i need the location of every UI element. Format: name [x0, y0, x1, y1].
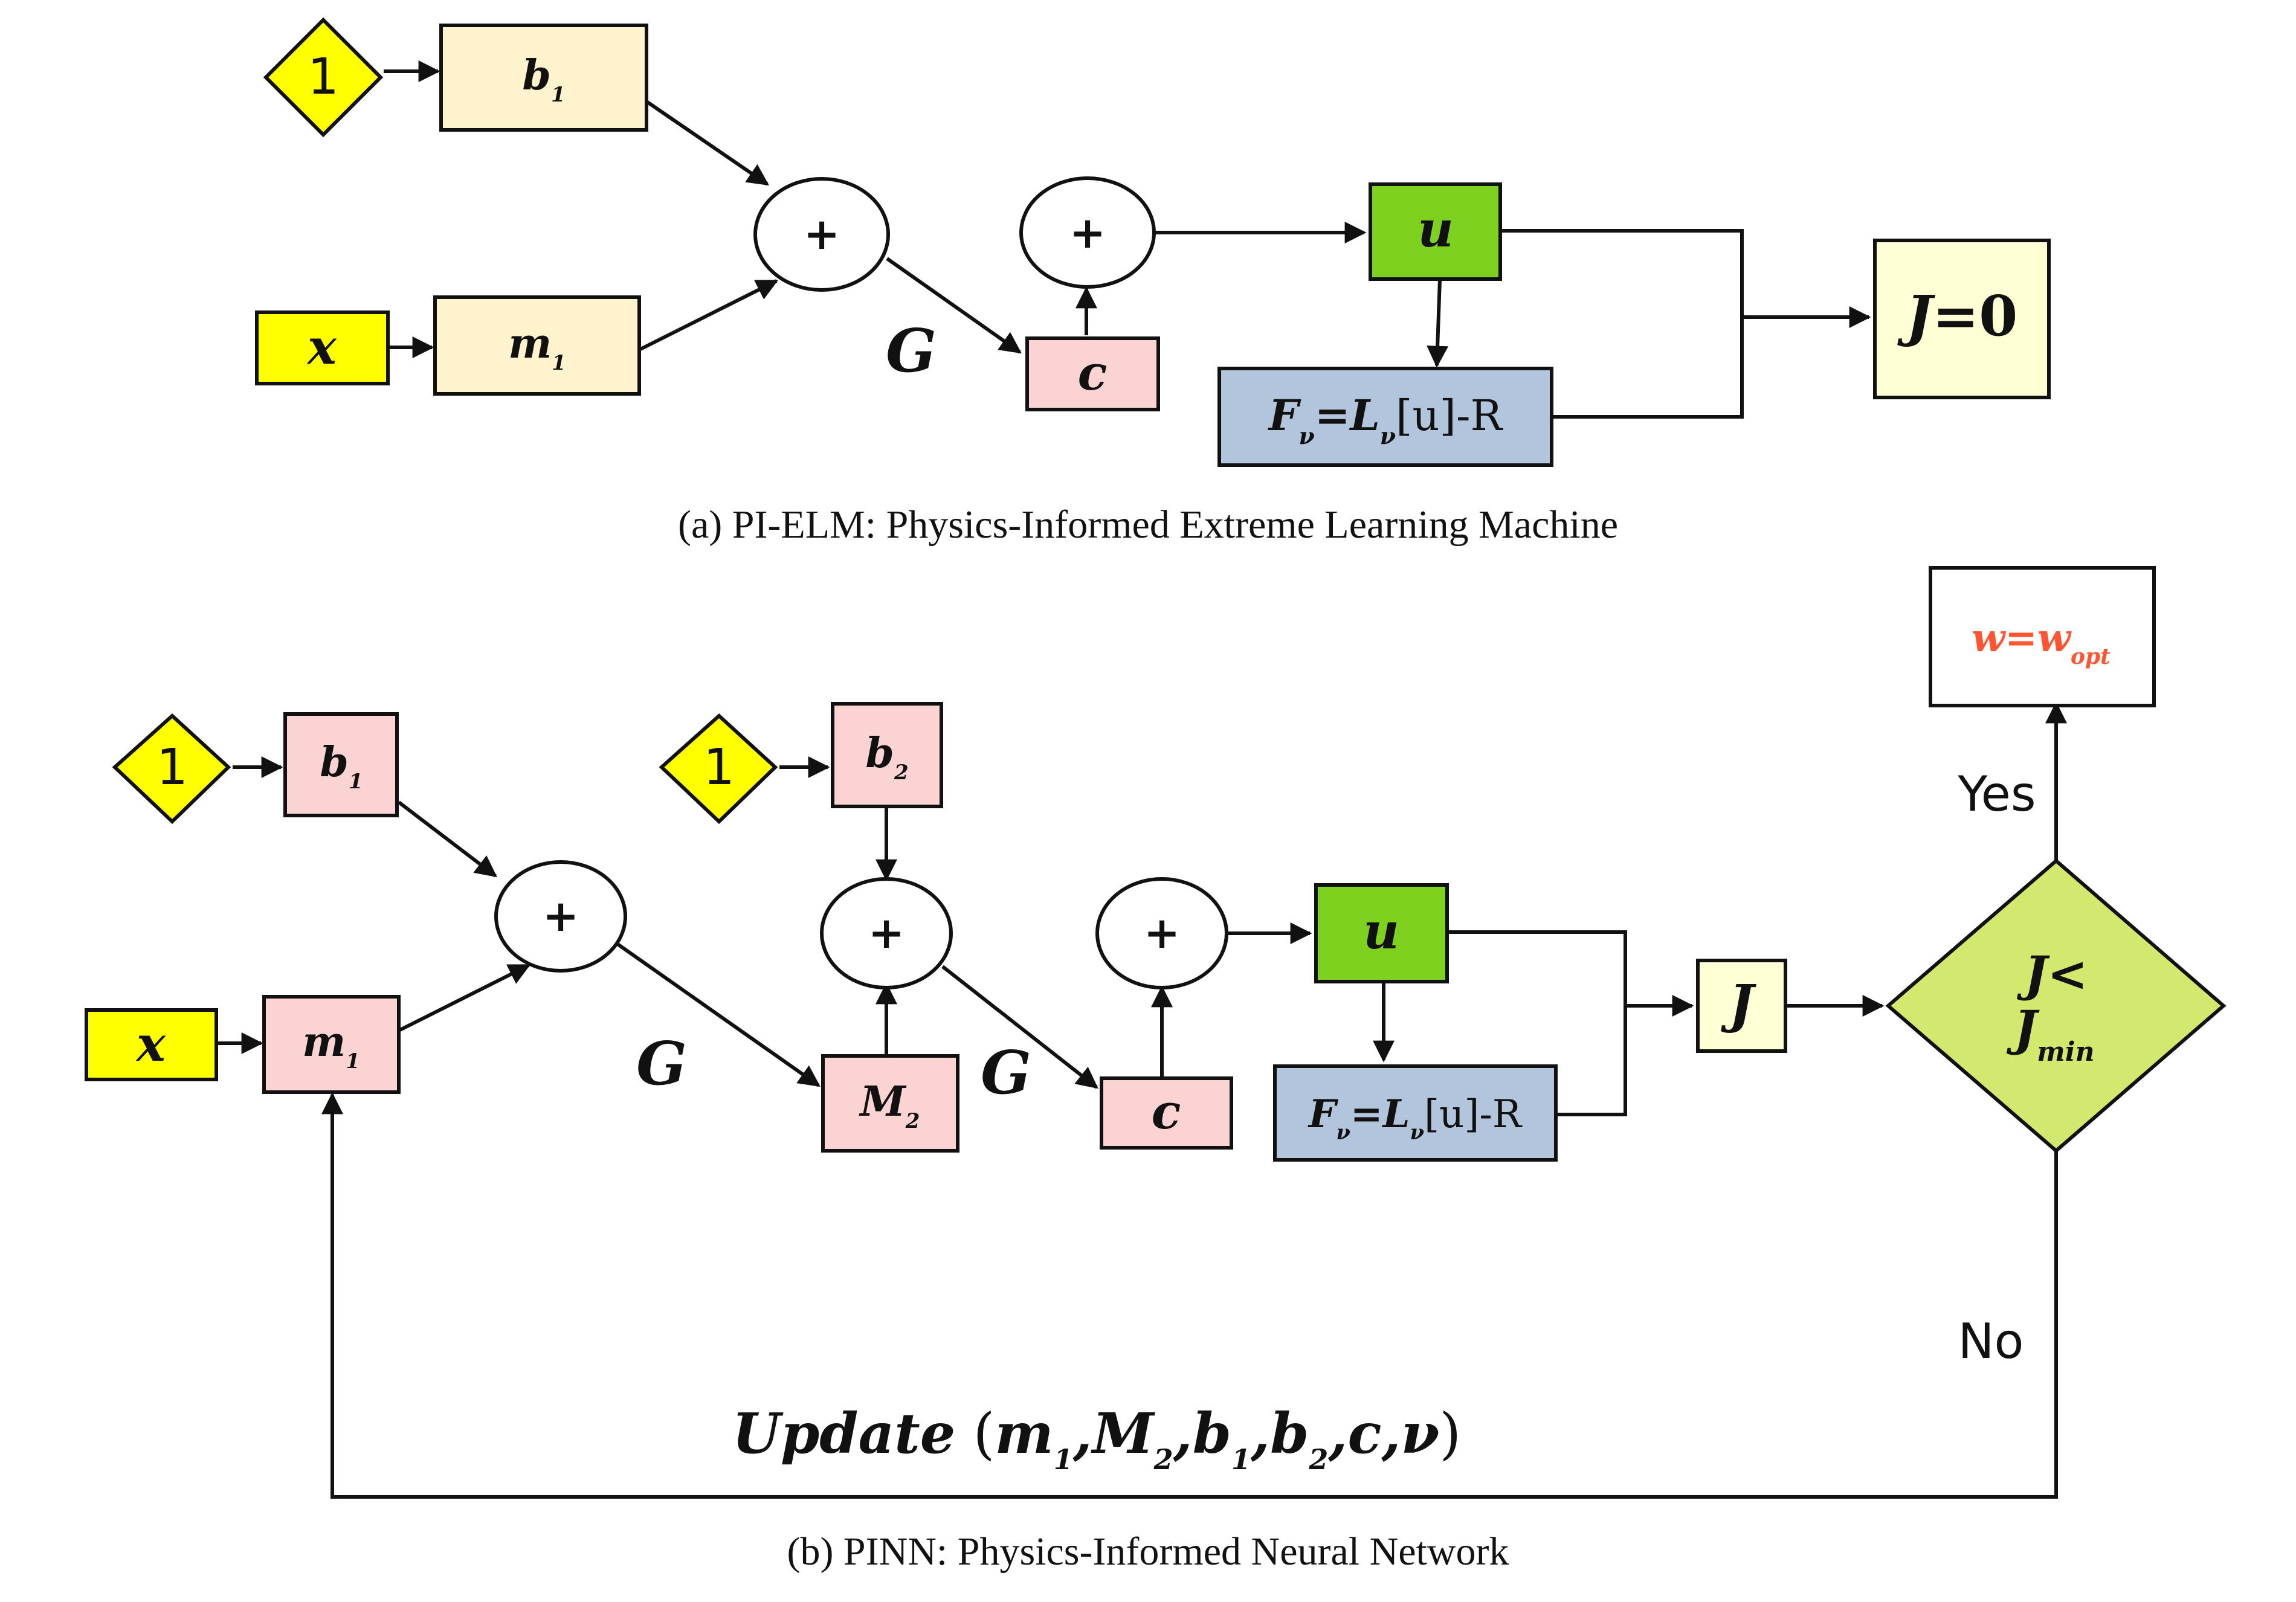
coef-c-box	[1025, 336, 1160, 411]
panel-b: 1 b1 x m1 + G 1 b2 + M2 G c +	[85, 566, 2227, 1574]
sum-node-1-b	[494, 860, 627, 973]
update-label: Update (m1,M2,b1,b2,c,ν)	[732, 1401, 1462, 1476]
input-one-diamond-b	[112, 713, 231, 825]
input-x-box-b	[85, 1008, 218, 1081]
activation-g-label: G	[886, 317, 937, 386]
input-one-label-b2: 1	[703, 739, 735, 796]
caption-b: (b) PINN: Physics-Informed Neural Networ…	[787, 1530, 1509, 1574]
coef-c-label: c	[1078, 344, 1108, 401]
arrow-m1-to-sum	[639, 279, 779, 351]
input-one-label: 1	[308, 48, 339, 106]
line-u-to-junction-b	[1447, 930, 1627, 1116]
input-one-diamond	[263, 17, 384, 138]
residual-box-b	[1273, 1064, 1558, 1162]
residual-label-b: Fν=Lν[u]-R	[1308, 1092, 1523, 1145]
sum-node-1-label: +	[804, 208, 840, 259]
weight-M2-label: M2	[859, 1078, 920, 1133]
input-x-label: x	[306, 318, 337, 375]
input-one-label-b: 1	[156, 739, 188, 796]
bias-b1-label: b1	[522, 51, 565, 107]
sum-node-2-b	[820, 877, 953, 989]
activation-g-label-b2: G	[981, 1038, 1031, 1108]
bias-b1-label-b: b1	[320, 738, 363, 794]
input-one-diamond-b2	[659, 713, 778, 825]
sum-node-1	[753, 177, 890, 292]
sum-node-3-b	[1095, 877, 1228, 989]
arrow-sum-to-M2	[614, 941, 821, 1087]
weight-m1-label: m1	[508, 320, 566, 375]
optimum-box	[1929, 566, 2156, 707]
sum-node-3-label-b: +	[1144, 907, 1180, 958]
sum-node-2-label-b: +	[868, 907, 905, 958]
sum-node-2	[1019, 176, 1156, 289]
no-label: No	[1958, 1313, 2024, 1369]
caption-a: (a) PI-ELM: Physics-Informed Extreme Lea…	[678, 503, 1618, 547]
residual-label: Fν=Lν[u]-R	[1268, 390, 1504, 449]
loss-j-zero-box	[1873, 239, 2051, 399]
weight-m1-label-b: m1	[302, 1018, 360, 1073]
panel-a: 1 b1 x m1 + G c + u Fν=Lν[u]-R J=0 (a) P…	[255, 17, 2051, 547]
bias-b2-box	[831, 702, 943, 808]
line-u-to-junction	[1500, 229, 1744, 419]
activation-g-label-b1: G	[636, 1029, 687, 1099]
weight-m1-box	[433, 295, 641, 396]
input-x-box	[255, 310, 390, 385]
decision-label-line1: J<	[2017, 945, 2088, 1002]
bias-b2-label: b2	[865, 729, 908, 785]
coef-c-label-b: c	[1152, 1083, 1181, 1140]
output-u-label: u	[1417, 201, 1454, 259]
yes-label: Yes	[1957, 766, 2036, 822]
output-u-box	[1369, 182, 1502, 281]
arrow-b1-to-sum-b	[398, 800, 497, 878]
arrow-m1-to-sum-b	[399, 963, 531, 1032]
arrow-b1-to-sum	[645, 100, 769, 186]
bias-b1-box-b	[283, 712, 399, 817]
sum-node-2-label: +	[1069, 207, 1106, 258]
output-u-box-b	[1314, 883, 1449, 983]
arrow-sum2-to-c-b	[941, 965, 1098, 1089]
arrow-feedback-update	[321, 1092, 2058, 1499]
arrow-u-to-residual	[1427, 279, 1449, 368]
residual-box	[1217, 367, 1553, 467]
coef-c-box-b	[1100, 1076, 1233, 1150]
input-x-label-b: x	[135, 1015, 166, 1072]
arrow-sum-to-c	[886, 257, 1022, 354]
weight-M2-box	[821, 1054, 959, 1153]
decision-diamond	[1885, 858, 2227, 1153]
loss-j-zero-label: J=0	[1897, 283, 2018, 349]
weight-m1-box-b	[262, 995, 401, 1094]
loss-j-box	[1696, 959, 1787, 1053]
bias-b1-box	[439, 24, 648, 132]
optimum-label: w=wopt	[1972, 616, 2111, 669]
output-u-label-b: u	[1363, 902, 1399, 960]
sum-node-1-label-b: +	[543, 890, 579, 941]
